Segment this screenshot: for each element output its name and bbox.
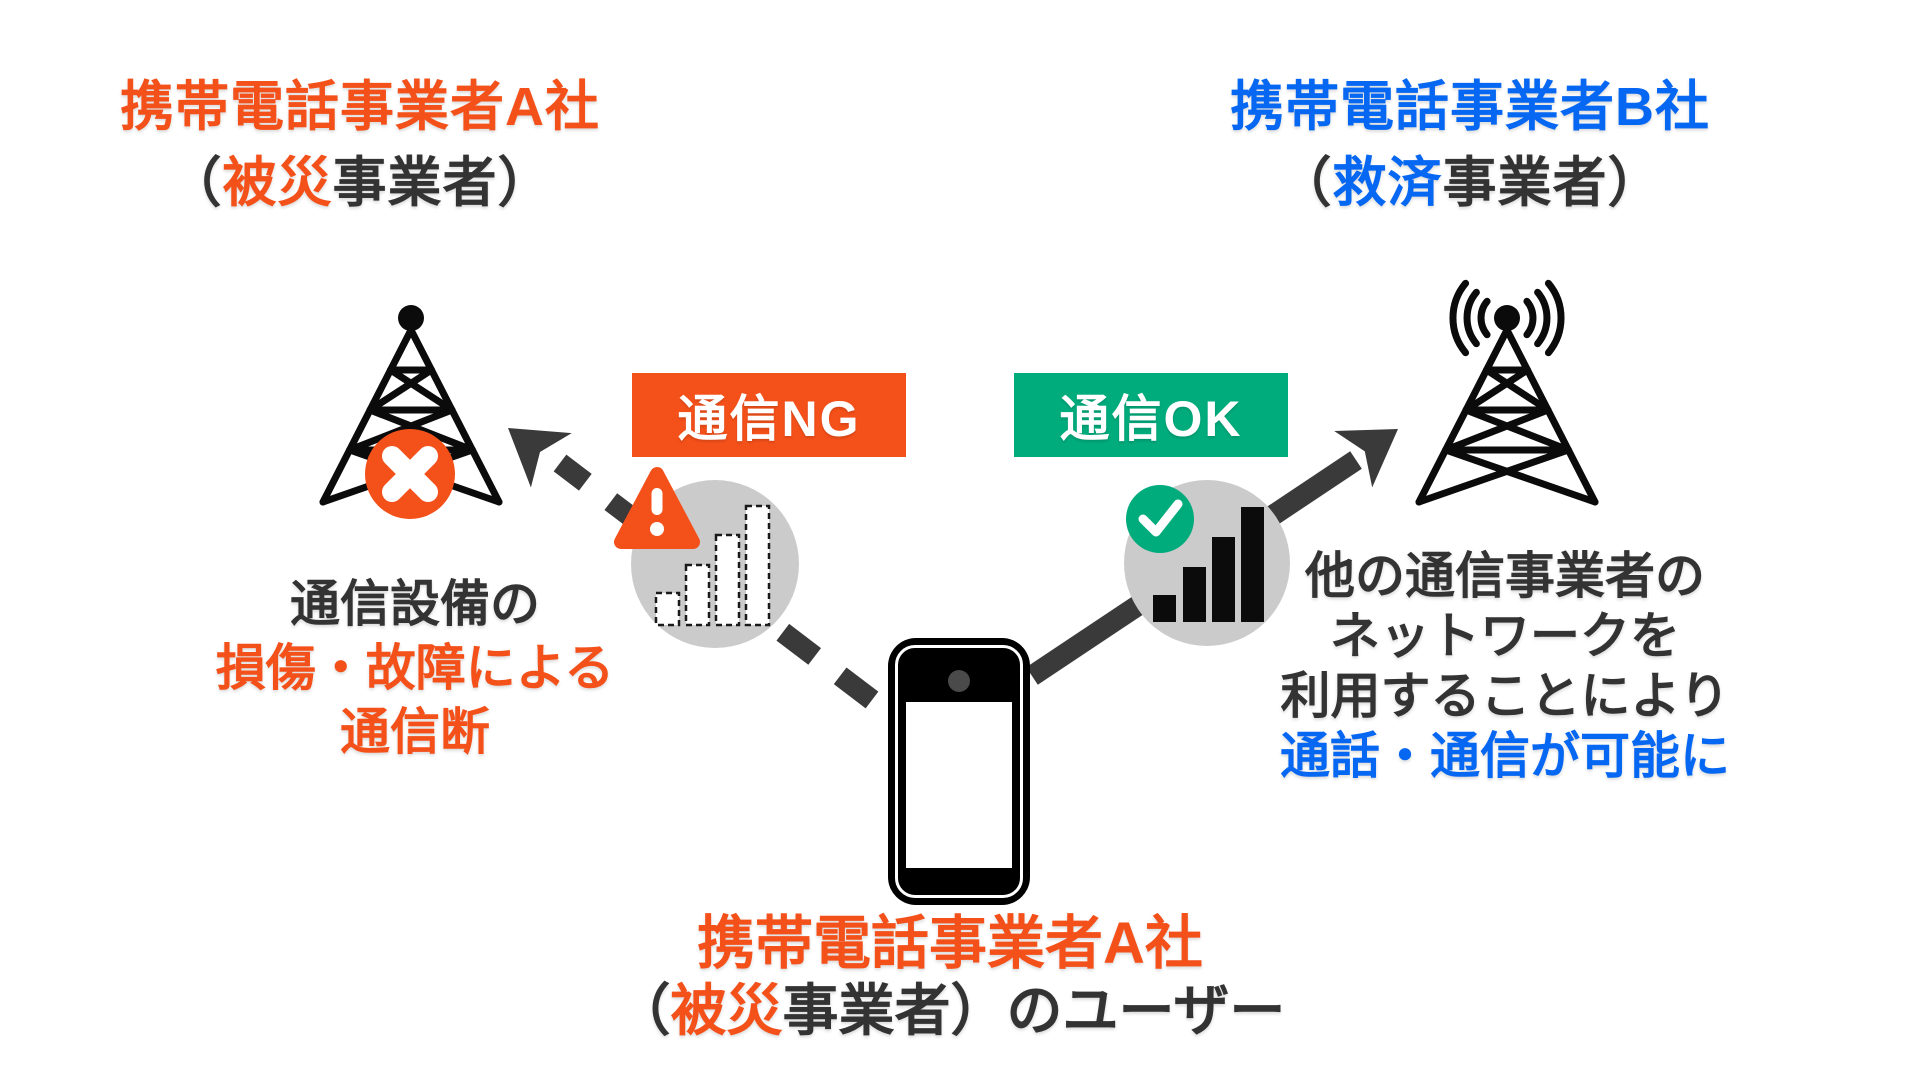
status-badge-ok: 通信OK xyxy=(1014,373,1288,457)
carrier-a-subtitle-paren-open: （ xyxy=(167,152,223,213)
signal-bars-empty-icon xyxy=(654,504,771,627)
caption-roaming-line3: 利用することにより xyxy=(1280,668,1730,724)
carrier-b-title: 携帯電話事業者B社 xyxy=(1230,77,1710,137)
signal-ok-indicator xyxy=(1124,480,1290,646)
signal-bars-full-icon xyxy=(1153,507,1264,622)
check-circle-icon xyxy=(1126,485,1194,553)
caption-roaming-line4: 通話・通信が可能に xyxy=(1280,728,1730,784)
carrier-a-title: 携帯電話事業者A社 xyxy=(120,77,600,137)
smartphone-icon xyxy=(888,638,1030,905)
caption-roaming-line1: 他の通信事業者の xyxy=(1305,548,1705,604)
dashed-arrow xyxy=(508,428,879,709)
radio-waves-icon xyxy=(1449,279,1565,357)
status-badge-ng: 通信NG xyxy=(632,373,906,457)
carrier-b-subtitle-rest: 事業者） xyxy=(1442,152,1663,213)
caption-user: 携帯電話事業者A社 （被災事業者）のユーザー xyxy=(450,910,1450,1043)
caption-roaming: 他の通信事業者の ネットワークを 利用することにより 通話・通信が可能に xyxy=(1195,546,1815,786)
carrier-a-header: 携帯電話事業者A社 （被災事業者） xyxy=(60,76,660,214)
carrier-a-subtitle-rest: 事業者） xyxy=(332,152,553,213)
phone-camera-dot xyxy=(948,670,970,692)
caption-user-line2: （被災事業者）のユーザー xyxy=(450,978,1450,1044)
carrier-b-subtitle: （救済事業者） xyxy=(1170,152,1770,215)
carrier-a-subtitle-highlight: 被災 xyxy=(222,152,333,213)
caption-outage-line2: 損傷・故障による xyxy=(215,640,615,696)
caption-user-highlight: 被災 xyxy=(670,978,783,1042)
caption-user-rest: 事業者）のユーザー xyxy=(782,978,1286,1042)
caption-roaming-line2: ネットワークを xyxy=(1330,608,1680,664)
carrier-a-subtitle: （被災事業者） xyxy=(60,152,660,215)
caption-outage: 通信設備の 損傷・故障による 通信断 xyxy=(105,572,725,764)
caption-outage-line3: 通信断 xyxy=(340,704,490,760)
cell-tower-rescue-icon xyxy=(1415,279,1599,506)
phone-screen xyxy=(906,702,1012,868)
caption-user-line1: 携帯電話事業者A社 xyxy=(697,911,1203,976)
carrier-b-header: 携帯電話事業者B社 （救済事業者） xyxy=(1170,76,1770,214)
warning-triangle-icon xyxy=(614,467,700,549)
signal-no-service-indicator xyxy=(614,467,799,648)
carrier-b-subtitle-paren-open: （ xyxy=(1277,152,1333,213)
cross-badge-icon xyxy=(365,429,455,519)
caption-user-paren-open: （ xyxy=(614,978,671,1042)
carrier-b-subtitle-highlight: 救済 xyxy=(1332,152,1443,213)
caption-outage-line1: 通信設備の xyxy=(290,576,540,632)
